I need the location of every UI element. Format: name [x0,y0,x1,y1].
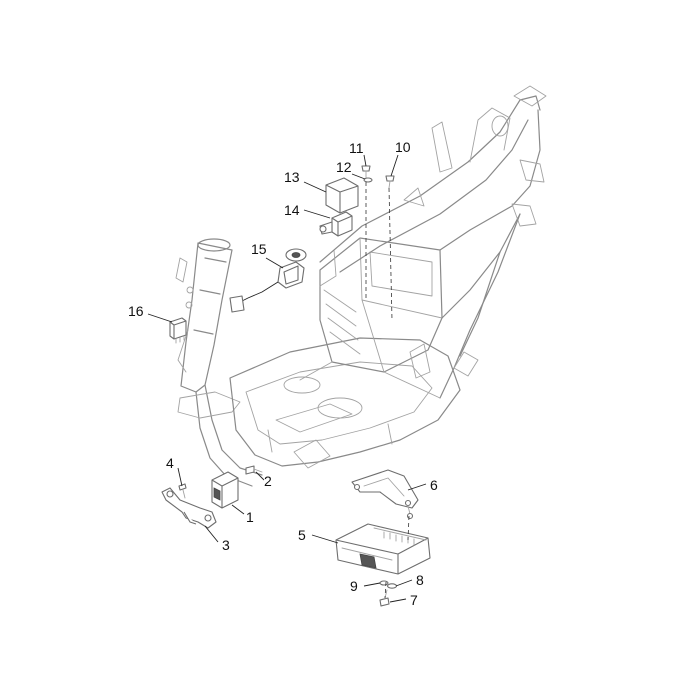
part-4-screw [178,483,187,499]
callout-8: 8 [416,572,424,588]
callout-3: 3 [222,537,230,553]
callout-labels: 11 12 10 13 14 15 16 4 2 1 3 6 5 9 8 7 [128,139,438,608]
part-16-connector [169,317,187,344]
callout-16: 16 [128,303,144,319]
part-8-washer [386,583,398,589]
callout-11: 11 [349,140,364,156]
callout-7: 7 [410,592,418,608]
part-3-bracket [161,487,217,529]
callout-10: 10 [395,139,411,155]
assembly-guides [365,182,410,599]
part-1-sensor [211,471,239,509]
part-7-screw [379,589,390,607]
callout-2: 2 [264,473,272,489]
callout-1: 1 [246,509,254,525]
callout-13: 13 [284,169,300,185]
part-9-nut [379,580,389,586]
callout-15: 15 [251,241,267,257]
part-6-mounting-plate [351,469,419,520]
callout-12: 12 [336,159,352,175]
part-14-bracket [319,211,353,237]
callout-14: 14 [284,202,300,218]
leader-lines [147,154,427,603]
callout-4: 4 [166,455,174,471]
part-2-screw [245,465,263,475]
part-13-relay-box [325,177,359,214]
part-15-ignition-switch [229,248,307,313]
part-5-control-unit [335,523,431,575]
scooter-frame [175,85,547,487]
callout-9: 9 [350,578,358,594]
part-10-screw [385,175,395,189]
part-12-washer [363,177,373,183]
callout-6: 6 [430,477,438,493]
part-11-screw [361,165,371,179]
callout-5: 5 [298,527,306,543]
